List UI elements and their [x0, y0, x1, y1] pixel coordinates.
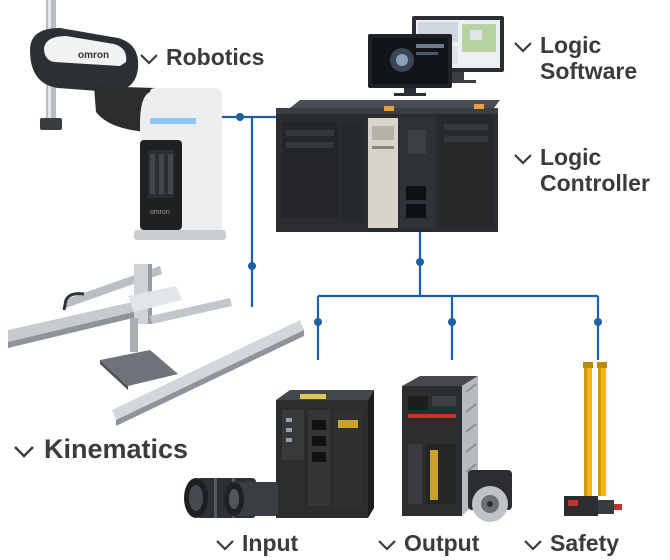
connector-nodes: [236, 113, 602, 326]
chevron-down-icon: [216, 540, 234, 551]
connector-network: [200, 115, 600, 360]
servo-motor: [468, 470, 512, 522]
gantry-carriage: [128, 286, 182, 312]
label-logic-software: Logic Software: [512, 32, 637, 85]
light-curtain-bar-right: [598, 366, 606, 496]
gantry-cross-beam: [150, 298, 232, 324]
label-logic-controller-line2: Controller: [540, 170, 650, 197]
scara-robot-image: omron omron: [30, 0, 226, 240]
output-servo-image: [402, 376, 512, 522]
label-safety-text: Safety: [550, 530, 620, 556]
light-curtain-bar-left: [584, 366, 592, 496]
connector-node: [448, 318, 456, 326]
controller-status-led: [384, 106, 394, 111]
chevron-down-icon: [524, 540, 542, 551]
kinematics-gantry-image: [8, 264, 304, 426]
camera-right: [224, 482, 278, 516]
logic-software-image: [368, 16, 504, 96]
chevron-down-icon: [14, 446, 34, 458]
chevron-down-icon: [514, 42, 532, 53]
label-logic-software-text: Logic Software: [540, 32, 637, 85]
input-vision-image: [184, 390, 374, 518]
connector-node: [314, 318, 322, 326]
robot-brand-label: omron: [78, 50, 109, 61]
gantry-rail-long: [8, 298, 150, 342]
label-safety: Safety: [522, 530, 619, 556]
label-output: Output: [376, 530, 479, 556]
safety-light-curtain-image: [564, 362, 622, 516]
gantry-plate: [100, 350, 178, 386]
label-logic-controller-line1: Logic: [540, 144, 602, 170]
label-input-text: Input: [242, 530, 299, 556]
connector-node: [416, 258, 424, 266]
connector-node: [236, 113, 244, 121]
connector-node: [594, 318, 602, 326]
chevron-down-icon: [140, 54, 158, 65]
connector-node: [248, 262, 256, 270]
label-kinematics-text: Kinematics: [44, 434, 189, 464]
label-robotics: Robotics: [138, 44, 264, 70]
chevron-down-icon: [378, 540, 396, 551]
gantry-rail-front: [112, 320, 304, 420]
label-robotics-text: Robotics: [166, 44, 265, 70]
controller-top: [290, 100, 500, 108]
chevron-down-icon: [514, 154, 532, 165]
label-logic-software-line2: Software: [540, 58, 638, 85]
logic-controller-image: [276, 100, 500, 232]
label-logic-software-line1: Logic: [540, 32, 602, 58]
label-output-text: Output: [404, 530, 480, 556]
label-logic-controller: Logic Controller: [512, 144, 650, 197]
robot-base-brand-label: omron: [150, 209, 170, 216]
label-kinematics: Kinematics: [12, 434, 188, 465]
label-logic-controller-text: Logic Controller: [540, 144, 650, 197]
label-input: Input: [214, 530, 298, 556]
